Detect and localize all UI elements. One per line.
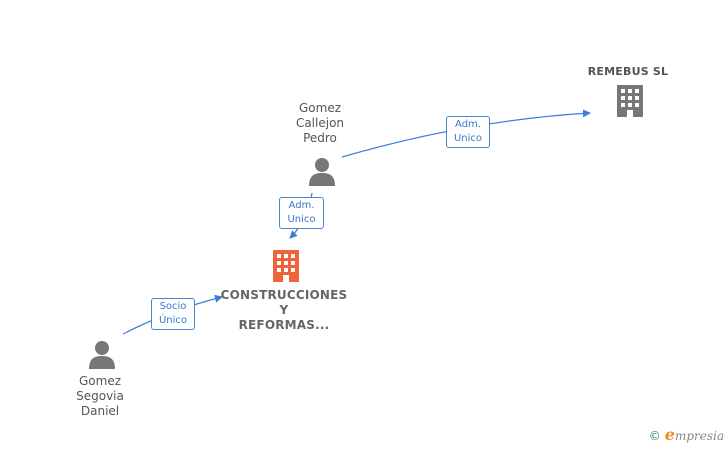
copyright-symbol: © <box>648 429 661 443</box>
badge-line: Adm. <box>288 200 315 211</box>
brand-initial: e <box>664 425 675 444</box>
edge-label-socio-unico[interactable]: Socio Único <box>151 298 195 330</box>
badge-line: Socio <box>159 301 187 312</box>
label-line[interactable]: Pedro <box>303 131 337 145</box>
gomez-segovia-label[interactable]: Gomez Segovia Daniel <box>60 374 140 419</box>
label-line[interactable]: REFORMAS... <box>238 318 330 332</box>
building-icon[interactable] <box>614 84 646 118</box>
person-icon[interactable] <box>307 156 337 186</box>
badge-line: Unico <box>287 214 316 225</box>
remebus-label[interactable]: REMEBUS SL <box>584 64 672 79</box>
label-line[interactable]: Y <box>279 303 289 317</box>
label-line[interactable]: Gomez <box>78 374 121 388</box>
building-icon-highlighted[interactable] <box>270 249 302 283</box>
label-line[interactable]: CONSTRUCCIONES <box>220 288 348 302</box>
person-icon[interactable] <box>87 339 117 369</box>
label-line[interactable]: Callejon <box>295 116 345 130</box>
brand-name: mpresia <box>674 429 724 443</box>
label-line[interactable]: Daniel <box>80 404 120 418</box>
brand-logo: ©empresia <box>649 425 724 444</box>
construcciones-label[interactable]: CONSTRUCCIONES Y REFORMAS... <box>218 288 350 333</box>
remebus-name[interactable]: REMEBUS SL <box>587 65 669 78</box>
edge-label-adm-unico-remebus[interactable]: Adm. Unico <box>446 116 490 148</box>
badge-line: Único <box>158 315 188 326</box>
badge-line: Unico <box>453 133 483 144</box>
label-line[interactable]: Segovia <box>76 389 124 403</box>
edge-label-adm-unico-construcciones[interactable]: Adm. Unico <box>279 197 324 229</box>
badge-line: Adm. <box>455 119 481 130</box>
label-line[interactable]: Gomez <box>298 101 341 115</box>
gomez-callejon-label[interactable]: Gomez Callejon Pedro <box>280 101 360 146</box>
